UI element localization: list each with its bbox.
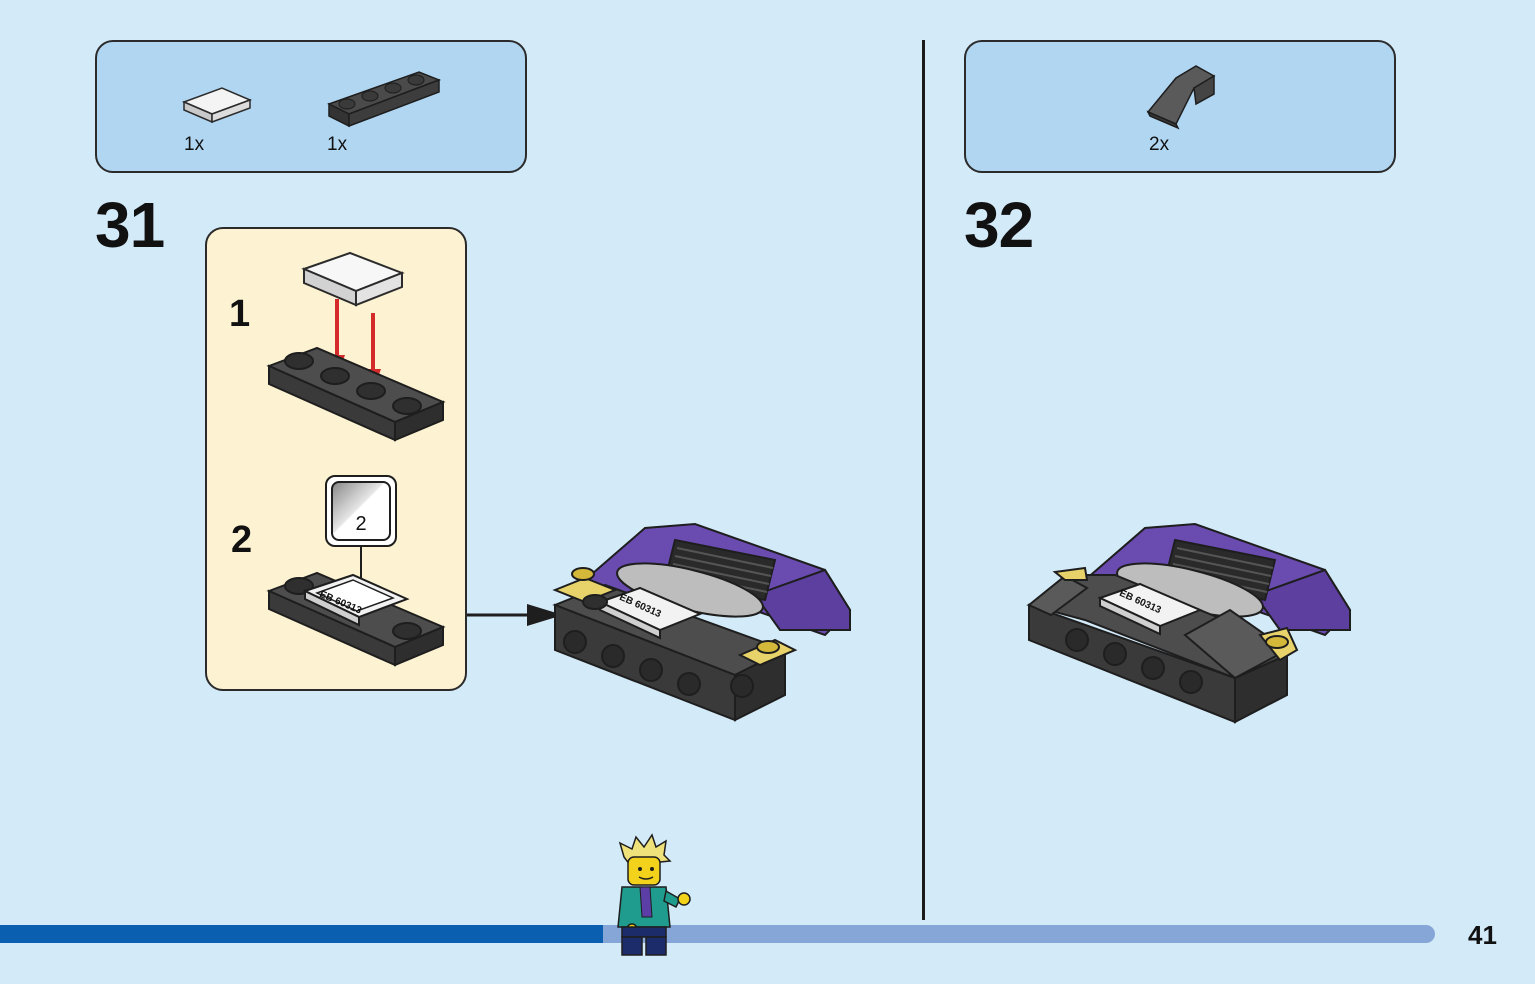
sticker-indicator: 2 — [325, 475, 397, 547]
white-tile-piece — [301, 251, 405, 307]
dark-gray-plate-1x4-icon — [327, 71, 442, 128]
dark-gray-plate-with-sticker — [266, 571, 446, 667]
model-assembly-step-31 — [552, 522, 852, 722]
page-number: 41 — [1468, 920, 1497, 950]
progress-bar — [0, 925, 1435, 943]
dark-gray-slope-icon — [1146, 65, 1216, 130]
model-assembly-step-32 — [1026, 522, 1352, 724]
parts-list-step-32: 2x — [964, 40, 1396, 173]
sub-assembly-callout: 1 2 2 EB 60313 — [205, 227, 467, 691]
part-quantity: 1x — [327, 134, 348, 155]
white-tile-1x2-icon — [181, 87, 253, 124]
attach-arrow-icon — [467, 604, 563, 626]
minifigure-icon — [617, 833, 691, 956]
part-quantity: 1x — [184, 134, 205, 155]
part-quantity: 2x — [1149, 134, 1170, 155]
substep-number: 2 — [231, 519, 253, 561]
step-divider — [922, 40, 925, 920]
substep-number: 1 — [229, 293, 251, 335]
step-number: 31 — [95, 189, 165, 261]
progress-bar-fill — [0, 925, 603, 943]
parts-list-step-31: 1x 1x — [95, 40, 527, 173]
sticker-leader-line — [360, 547, 362, 587]
dark-gray-plate-piece — [266, 346, 446, 442]
step-number: 32 — [964, 189, 1034, 261]
sticker-number: 2 — [355, 513, 367, 535]
